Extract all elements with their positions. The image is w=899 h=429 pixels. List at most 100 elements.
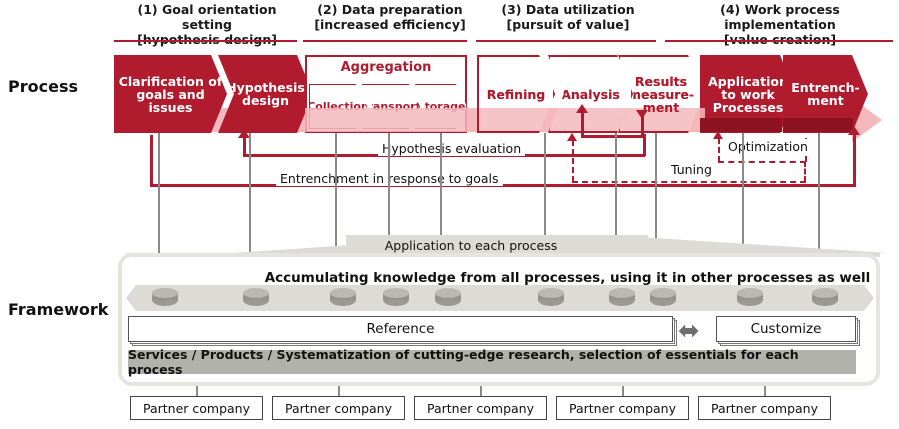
database-icon: [650, 288, 676, 308]
partner-company-2[interactable]: Partner company: [272, 396, 405, 420]
partner-company-4[interactable]: Partner company: [556, 396, 689, 420]
customize-label: Customize: [750, 321, 822, 337]
connector-entrenchment-right-riser: [853, 134, 856, 187]
database-icon: [737, 288, 763, 308]
phase-2-rule: [303, 40, 467, 42]
connector-tuning-label: Tuning: [667, 162, 716, 177]
process-step-clarification[interactable]: Clarification of goals and issues: [114, 55, 227, 133]
partner-company-1-label: Partner company: [142, 400, 250, 416]
database-icon: [243, 288, 269, 308]
phase-3-subtitle: [pursuit of value]: [506, 17, 630, 32]
connector-tuning-right-riser: [804, 161, 806, 182]
drop-line-6: [544, 133, 546, 268]
process-step-refining-label-2: Refining: [486, 86, 546, 102]
drop-line-5: [440, 133, 442, 268]
reference-card[interactable]: Reference: [128, 316, 673, 342]
drop-line-9: [742, 133, 744, 268]
connector-optimization-left-riser: [718, 138, 720, 162]
database-icon: [538, 288, 564, 308]
drop-line-4: [388, 133, 390, 268]
process-step-entrenchment-label: Entrench- ment: [791, 80, 860, 108]
phase-1-subtitle: [hypothesis design]: [137, 32, 277, 47]
partner-company-3[interactable]: Partner company: [414, 396, 547, 420]
customize-card[interactable]: Customize: [716, 316, 856, 342]
partner-line-3: [480, 386, 482, 397]
connector-results-down: [641, 110, 644, 138]
flow-band-dark-1: [700, 118, 782, 132]
process-step-results-outline: Results measure- ment: [618, 55, 704, 133]
aggregation-step-collection-label: Collection: [307, 100, 369, 113]
process-step-clarification-label: Clarification of goals and issues: [118, 73, 223, 115]
phase-header-3: (3) Data utilization [pursuit of value]: [478, 2, 658, 32]
database-icon: [435, 288, 461, 308]
phase-1-title: (1) Goal orientation setting: [137, 2, 277, 32]
connector-results-to-analysis: [581, 135, 644, 138]
services-products-bar: Services / Products / Systematization of…: [128, 347, 856, 377]
phase-header-2: (2) Data preparation [increased efficien…: [305, 2, 475, 32]
phase-header-4: (4) Work process implementation [value c…: [665, 2, 895, 47]
connector-results-down-arrow: [636, 110, 648, 119]
partner-line-2: [338, 386, 340, 397]
connector-tuning-line: [572, 181, 806, 183]
drop-line-7: [615, 133, 617, 268]
drop-line-10: [818, 133, 820, 268]
partner-company-5[interactable]: Partner company: [698, 396, 831, 420]
partner-line-1: [196, 386, 198, 397]
partner-line-5: [764, 386, 766, 397]
database-icon: [609, 288, 635, 308]
phase-2-subtitle: [increased efficiency]: [314, 17, 466, 32]
reference-label: Reference: [366, 321, 435, 337]
drop-line-8: [655, 133, 657, 268]
flow-band-dark-2: [783, 118, 853, 132]
database-icon: [330, 288, 356, 308]
aggregation-title: Aggregation: [340, 60, 432, 75]
phase-2-title: (2) Data preparation: [317, 2, 463, 17]
exchange-arrow-icon: ⬌: [678, 316, 700, 346]
connector-hypothesis-evaluation-label: Hypothesis evaluation: [378, 141, 526, 156]
process-step-analysis-outline: Analysis: [548, 55, 633, 133]
partner-line-4: [622, 386, 624, 397]
phase-header-1: (1) Goal orientation setting [hypothesis…: [112, 2, 302, 47]
partner-company-4-label: Partner company: [568, 400, 676, 416]
connector-tuning-arrow: [567, 133, 577, 141]
process-step-hypothesis-design-label: Hypothesis design: [226, 80, 305, 108]
phase-4-title: (4) Work process implementation: [720, 2, 840, 32]
connector-tuning-left-riser: [572, 140, 574, 182]
database-icon: [152, 288, 178, 308]
application-banner-label: Application to each process: [384, 238, 558, 253]
aggregation-step-collection[interactable]: Collection: [309, 84, 367, 129]
connector-hypothesis-arrow: [238, 129, 250, 138]
partner-company-5-label: Partner company: [710, 400, 818, 416]
row-label-process: Process: [8, 77, 78, 96]
phase-4-rule: [665, 40, 893, 42]
services-products-label: Services / Products / Systematization of…: [128, 347, 799, 377]
process-step-analysis-label: Analysis: [561, 86, 620, 102]
phase-1-rule: [114, 40, 297, 42]
connector-optimization-line: [718, 161, 806, 163]
connector-entrenchment-left-riser: [150, 135, 153, 187]
connector-hypothesis-right-riser: [643, 134, 646, 156]
drop-line-3: [335, 133, 337, 268]
partner-company-1[interactable]: Partner company: [130, 396, 263, 420]
partner-company-2-label: Partner company: [284, 400, 392, 416]
application-banner-fill: [346, 235, 596, 257]
phase-4-subtitle: [value creation]: [724, 32, 836, 47]
connector-entrenchment-arrow: [848, 126, 860, 135]
process-step-application-to-work-label: Application to work Processes: [708, 73, 788, 115]
drop-line-1: [158, 133, 160, 268]
database-icon: [383, 288, 409, 308]
process-step-refining-label: Refining: [486, 86, 546, 102]
accumulating-knowledge-label: Accumulating knowledge from all processe…: [264, 270, 871, 286]
row-label-framework: Framework: [8, 300, 109, 319]
connector-optimization-label: Optimization: [724, 139, 812, 154]
partner-company-3-label: Partner company: [426, 400, 534, 416]
phase-3-rule: [476, 40, 656, 42]
process-step-refining-outline: Refining: [477, 55, 555, 133]
process-step-hypothesis-design[interactable]: Hypothesis design: [218, 55, 313, 133]
process-step-analysis-label-2: Analysis: [561, 86, 620, 102]
connector-analysis-up: [581, 112, 584, 137]
phase-3-title: (3) Data utilization: [501, 2, 635, 17]
drop-line-2: [249, 133, 251, 268]
process-step-results-label-2: Results measure- ment: [627, 73, 695, 115]
connector-analysis-up-arrow: [576, 104, 588, 113]
